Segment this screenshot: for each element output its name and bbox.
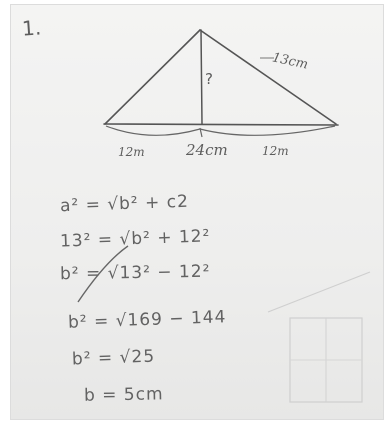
base-brace [105, 125, 336, 136]
paper-sheet [10, 4, 384, 420]
height-line [200, 29, 203, 125]
problem-number: 1. [21, 15, 42, 41]
base-left-label: 12m [118, 145, 145, 159]
height-label: ? [205, 70, 213, 88]
left-side-line [104, 29, 201, 125]
working-line-3: b² = √13² − 12² [59, 261, 211, 285]
base-right-label: 12m [262, 144, 289, 158]
working-line-6: b = 5cm [83, 384, 164, 406]
working-line-1: a² = √b² + c2 [59, 191, 190, 217]
working-line-5: b² = √25 [71, 346, 156, 370]
base-line [103, 123, 339, 126]
background-roof-line [267, 271, 371, 313]
brace-tick [199, 127, 203, 138]
right-side-line [199, 29, 337, 125]
sqrt-sign-1 [77, 245, 129, 303]
base-total-label: 24cm [186, 141, 228, 159]
